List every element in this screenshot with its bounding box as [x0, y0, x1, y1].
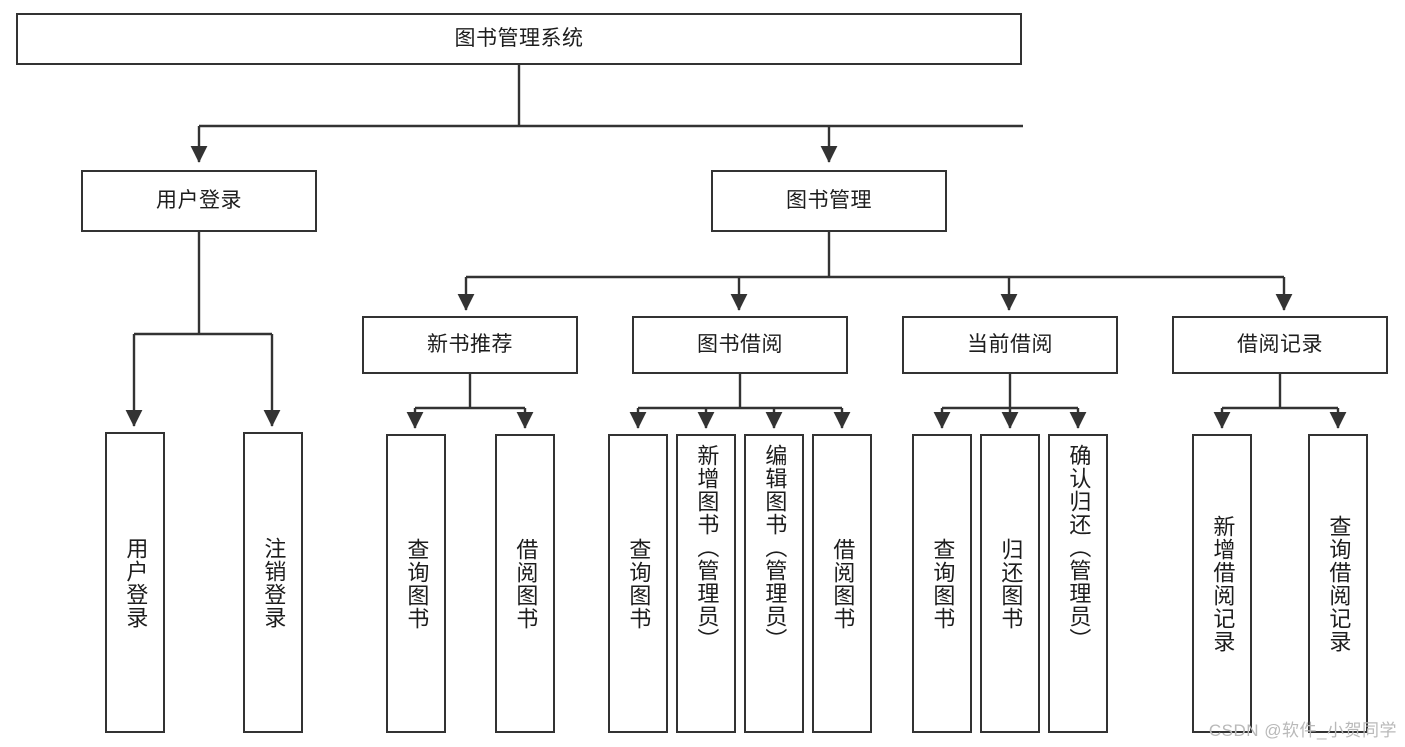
node-label: 用户登录 — [156, 189, 242, 213]
node-leaf-return-book[interactable]: 归还图书 — [980, 434, 1040, 733]
node-leaf-add-record[interactable]: 新增借阅记录 — [1192, 434, 1252, 733]
node-leaf-edit-book[interactable]: 编辑图书（管理员） — [744, 434, 804, 733]
node-label: 编辑图书（管理员） — [762, 444, 788, 651]
node-borrow-record[interactable]: 借阅记录 — [1172, 316, 1388, 374]
node-label: 图书管理系统 — [454, 27, 584, 51]
node-label: 新增借阅记录 — [1210, 514, 1236, 653]
node-label: 注销登录 — [261, 536, 287, 629]
node-label: 新书推荐 — [427, 333, 513, 357]
node-label: 图书管理 — [786, 189, 872, 213]
node-new-book-recommend[interactable]: 新书推荐 — [362, 316, 578, 374]
node-book-borrow[interactable]: 图书借阅 — [632, 316, 848, 374]
node-label: 归还图书 — [998, 537, 1024, 630]
node-label: 查询图书 — [930, 537, 956, 630]
node-label: 借阅记录 — [1237, 333, 1323, 357]
node-user-login[interactable]: 用户登录 — [81, 170, 317, 232]
node-label: 借阅图书 — [513, 537, 539, 630]
node-leaf-query-book-3[interactable]: 查询图书 — [912, 434, 972, 733]
node-leaf-borrow-book-2[interactable]: 借阅图书 — [812, 434, 872, 733]
node-label: 图书借阅 — [697, 333, 783, 357]
node-label: 查询图书 — [626, 537, 652, 630]
node-label: 当前借阅 — [967, 333, 1053, 357]
node-label: 新增图书（管理员） — [694, 444, 720, 651]
node-label: 借阅图书 — [830, 537, 856, 630]
node-leaf-add-book[interactable]: 新增图书（管理员） — [676, 434, 736, 733]
node-leaf-query-record[interactable]: 查询借阅记录 — [1308, 434, 1368, 733]
node-label: 查询图书 — [404, 537, 430, 630]
node-leaf-confirm-return[interactable]: 确认归还（管理员） — [1048, 434, 1108, 733]
node-label: 确认归还（管理员） — [1066, 444, 1092, 651]
node-leaf-borrow-book-1[interactable]: 借阅图书 — [495, 434, 555, 733]
node-leaf-query-book-1[interactable]: 查询图书 — [386, 434, 446, 733]
node-leaf-user-login[interactable]: 用户登录 — [105, 432, 165, 733]
node-label: 用户登录 — [123, 536, 149, 629]
node-root-system[interactable]: 图书管理系统 — [16, 13, 1022, 65]
node-book-management[interactable]: 图书管理 — [711, 170, 947, 232]
node-label: 查询借阅记录 — [1326, 514, 1352, 653]
node-leaf-logout[interactable]: 注销登录 — [243, 432, 303, 733]
node-current-borrow[interactable]: 当前借阅 — [902, 316, 1118, 374]
node-leaf-query-book-2[interactable]: 查询图书 — [608, 434, 668, 733]
